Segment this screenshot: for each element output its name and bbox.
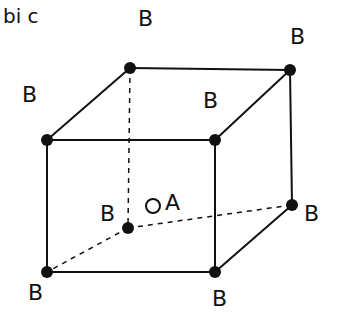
front-face xyxy=(47,140,215,272)
atom-label: B xyxy=(22,84,37,106)
atom-a xyxy=(146,199,160,213)
atom-label: B xyxy=(28,282,43,304)
atom-b xyxy=(284,64,296,76)
atom-label: B xyxy=(290,26,305,48)
atom-label: A xyxy=(165,192,180,214)
cube-edge xyxy=(290,70,292,205)
title-fragment: bi c xyxy=(3,6,39,26)
atom-label: B xyxy=(212,288,227,310)
atom-label: B xyxy=(100,203,115,225)
cube-edge xyxy=(47,68,130,140)
cube-edge xyxy=(215,205,292,272)
atom-b xyxy=(41,134,53,146)
hidden-edge xyxy=(128,205,292,228)
cube-edge xyxy=(130,68,290,70)
atom-label: B xyxy=(138,8,153,30)
atom-b xyxy=(209,266,221,278)
atom-b xyxy=(286,199,298,211)
atom-label: B xyxy=(203,90,218,112)
atom-b xyxy=(122,222,134,234)
atom-label: B xyxy=(304,203,319,225)
atom-b xyxy=(124,62,136,74)
atom-b xyxy=(41,266,53,278)
hidden-edge xyxy=(47,228,128,272)
cube-edge xyxy=(215,70,290,140)
atom-b xyxy=(209,134,221,146)
hidden-edge xyxy=(128,68,130,228)
